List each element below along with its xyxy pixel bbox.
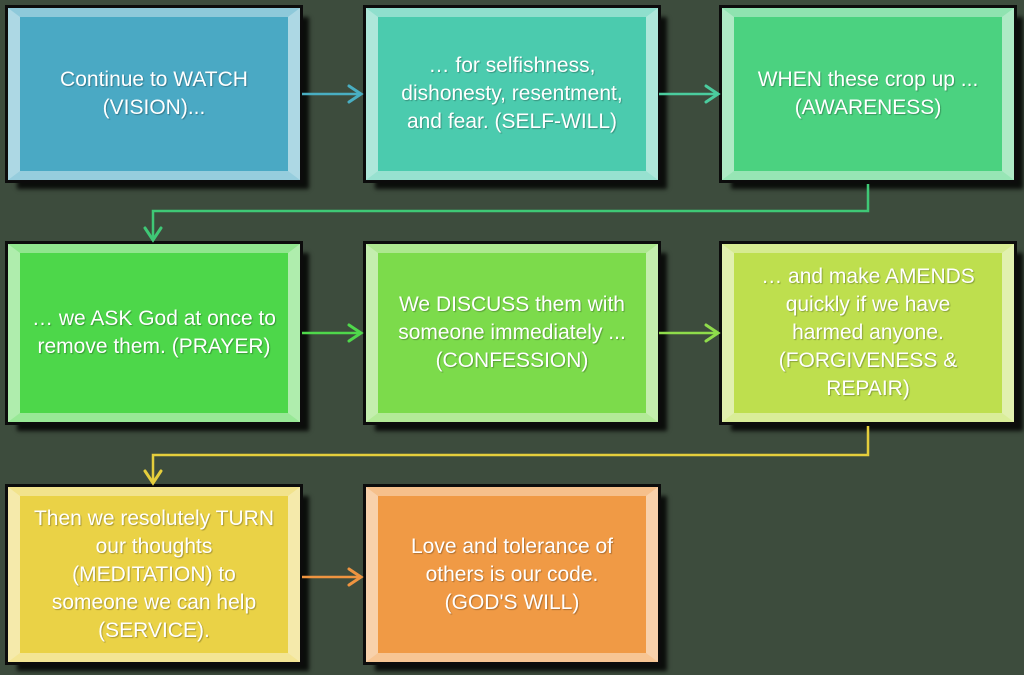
connector-meditation-service-to-gods-will	[302, 567, 364, 587]
flow-box-self-will-label: … for selfishness, dishonesty, resentmen…	[401, 54, 623, 133]
flow-box-awareness: WHEN these crop up ... (AWARENESS)	[722, 8, 1014, 180]
connector-confession-to-forgiveness-repair	[659, 323, 721, 343]
connector-forgiveness-repair-to-meditation-service	[143, 426, 870, 486]
flow-box-vision-label: Continue to WATCH (VISION)...	[60, 68, 248, 119]
arrowhead-icon	[704, 323, 721, 343]
flow-box-gods-will-label: Love and tolerance of others is our code…	[411, 534, 613, 614]
arrowhead-icon	[347, 84, 364, 104]
flow-box-confession: We DISCUSS them with someone immediately…	[366, 244, 658, 422]
flow-box-meditation-service: Then we resolutely TURN our thoughts (ME…	[8, 487, 300, 662]
arrowhead-icon	[347, 323, 364, 343]
flow-box-self-will: … for selfishness, dishonesty, resentmen…	[366, 8, 658, 180]
arrowhead-icon	[704, 84, 721, 104]
flow-box-confession-label: We DISCUSS them with someone immediately…	[398, 293, 626, 372]
flow-box-prayer-label: … we ASK God at once to remove them. (PR…	[32, 307, 276, 358]
arrowhead-icon	[347, 567, 364, 587]
flow-box-vision: Continue to WATCH (VISION)...	[8, 8, 300, 180]
flow-box-forgiveness-repair: … and make AMENDS quickly if we have har…	[722, 244, 1014, 422]
flow-box-forgiveness-repair-label: … and make AMENDS quickly if we have har…	[761, 265, 975, 400]
connector-awareness-to-prayer	[143, 184, 870, 243]
connector-prayer-to-confession	[302, 323, 364, 343]
flow-box-prayer: … we ASK God at once to remove them. (PR…	[8, 244, 300, 422]
flow-box-gods-will: Love and tolerance of others is our code…	[366, 487, 658, 662]
flow-box-meditation-service-label: Then we resolutely TURN our thoughts (ME…	[33, 506, 275, 642]
arrowhead-icon	[143, 469, 163, 486]
connector-vision-to-self-will	[302, 84, 364, 104]
connector-self-will-to-awareness	[659, 84, 721, 104]
arrowhead-icon	[143, 226, 163, 243]
flow-box-awareness-label: WHEN these crop up ... (AWARENESS)	[757, 68, 979, 119]
